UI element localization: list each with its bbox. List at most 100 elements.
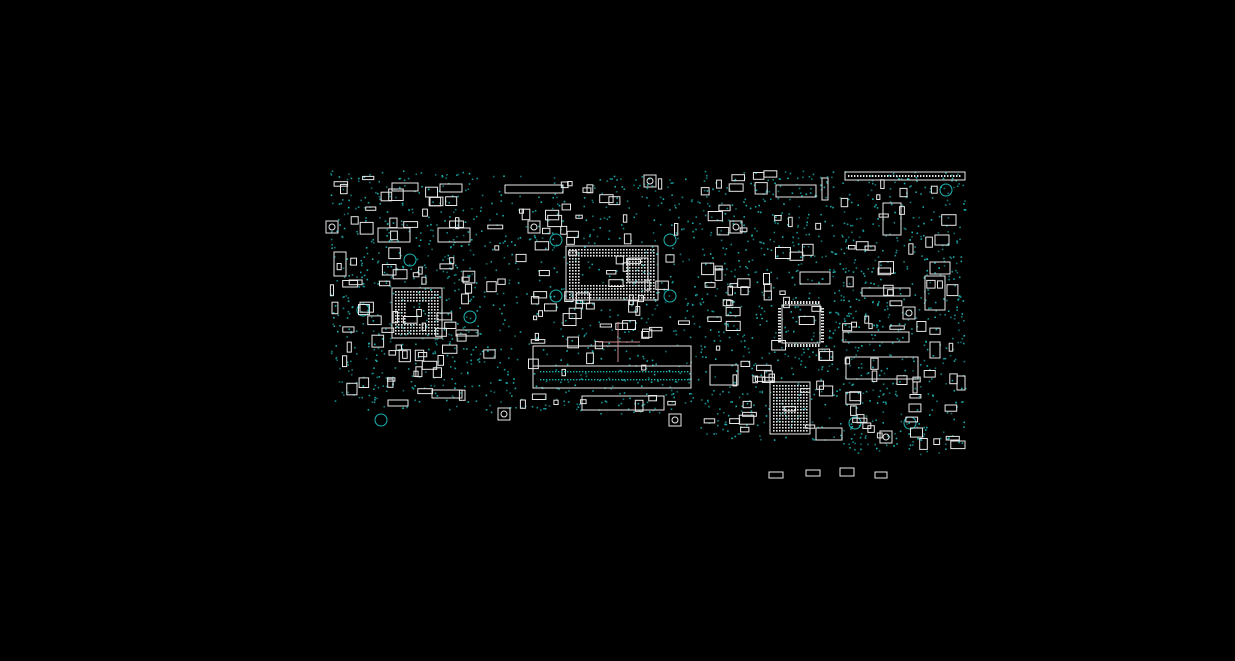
ball [407,327,409,329]
pad [588,266,591,269]
ball [416,294,418,296]
pad [697,378,700,381]
pad [835,321,837,323]
dimm-slot[interactable] [532,345,692,411]
pad [926,348,929,351]
pad [773,336,776,339]
smd-component-outline [896,375,908,385]
cpu-bga[interactable] [565,245,659,301]
pad [798,187,801,190]
pad [508,282,511,285]
pad [862,272,865,275]
pad [762,198,765,201]
pad [389,323,391,325]
pad [421,265,424,268]
pad [900,420,903,423]
pad [445,177,447,179]
slot-pin [666,379,668,381]
pad [622,227,625,230]
part-outline [805,469,821,477]
pad [436,269,438,272]
pad [587,261,590,263]
gpu-bga[interactable] [769,381,811,435]
ball [395,312,397,314]
slot-pin [549,371,551,373]
pch-bga[interactable] [391,287,443,339]
pad [833,235,835,237]
pad [766,269,769,271]
pad [430,229,432,231]
pad [474,286,476,289]
pad [872,198,874,200]
pad [619,369,621,372]
smd-component-outline [367,315,382,326]
pad [953,186,955,189]
pad [938,267,940,270]
pad [909,239,911,241]
pad [399,177,402,180]
pad [411,208,414,211]
pad [963,203,965,205]
ball [629,249,631,251]
pad [896,395,898,397]
pad [851,224,854,227]
pad [330,352,333,355]
pad [906,423,908,425]
pad [934,272,936,274]
pad [335,356,338,359]
ec-chip[interactable] [778,301,824,347]
pad [842,182,844,184]
pad [820,356,822,359]
ball [428,300,430,302]
lead [818,301,820,304]
ball [800,430,802,432]
ball [434,324,436,326]
pad [402,265,404,268]
ball [584,255,586,257]
smd-component-outline [580,399,587,405]
lead [821,314,824,316]
pad [804,407,806,410]
edp-connector[interactable] [844,171,966,181]
smd-component-outline [519,399,526,409]
pad [821,366,824,368]
lead [797,344,799,347]
pad [734,275,736,278]
pad [461,245,463,247]
ball [623,294,625,296]
pad [957,299,959,301]
ball [398,300,400,302]
pad [793,330,795,333]
pad [826,176,829,178]
pad [332,323,335,326]
pad [945,383,947,385]
pad [729,386,731,388]
pad [446,174,448,176]
mount-hole [671,416,679,424]
pad [896,443,898,445]
smd-component-outline [937,280,943,289]
pad [334,305,337,307]
ball [407,300,409,302]
ball [626,258,628,260]
smd-component-outline [641,364,647,371]
pad [768,296,770,299]
pad [899,293,902,295]
pad [954,284,956,287]
pad [816,340,819,343]
pad [503,175,505,177]
pad [675,330,677,332]
pad [368,345,370,348]
pad [687,302,689,305]
pad [436,395,439,397]
slot-pin [684,371,686,373]
pad [892,382,894,385]
ball [590,249,592,251]
ball [584,288,586,290]
slot-pin [615,379,617,381]
pad [449,216,451,218]
pad [701,399,703,401]
ball [644,294,646,296]
ball [614,288,616,290]
